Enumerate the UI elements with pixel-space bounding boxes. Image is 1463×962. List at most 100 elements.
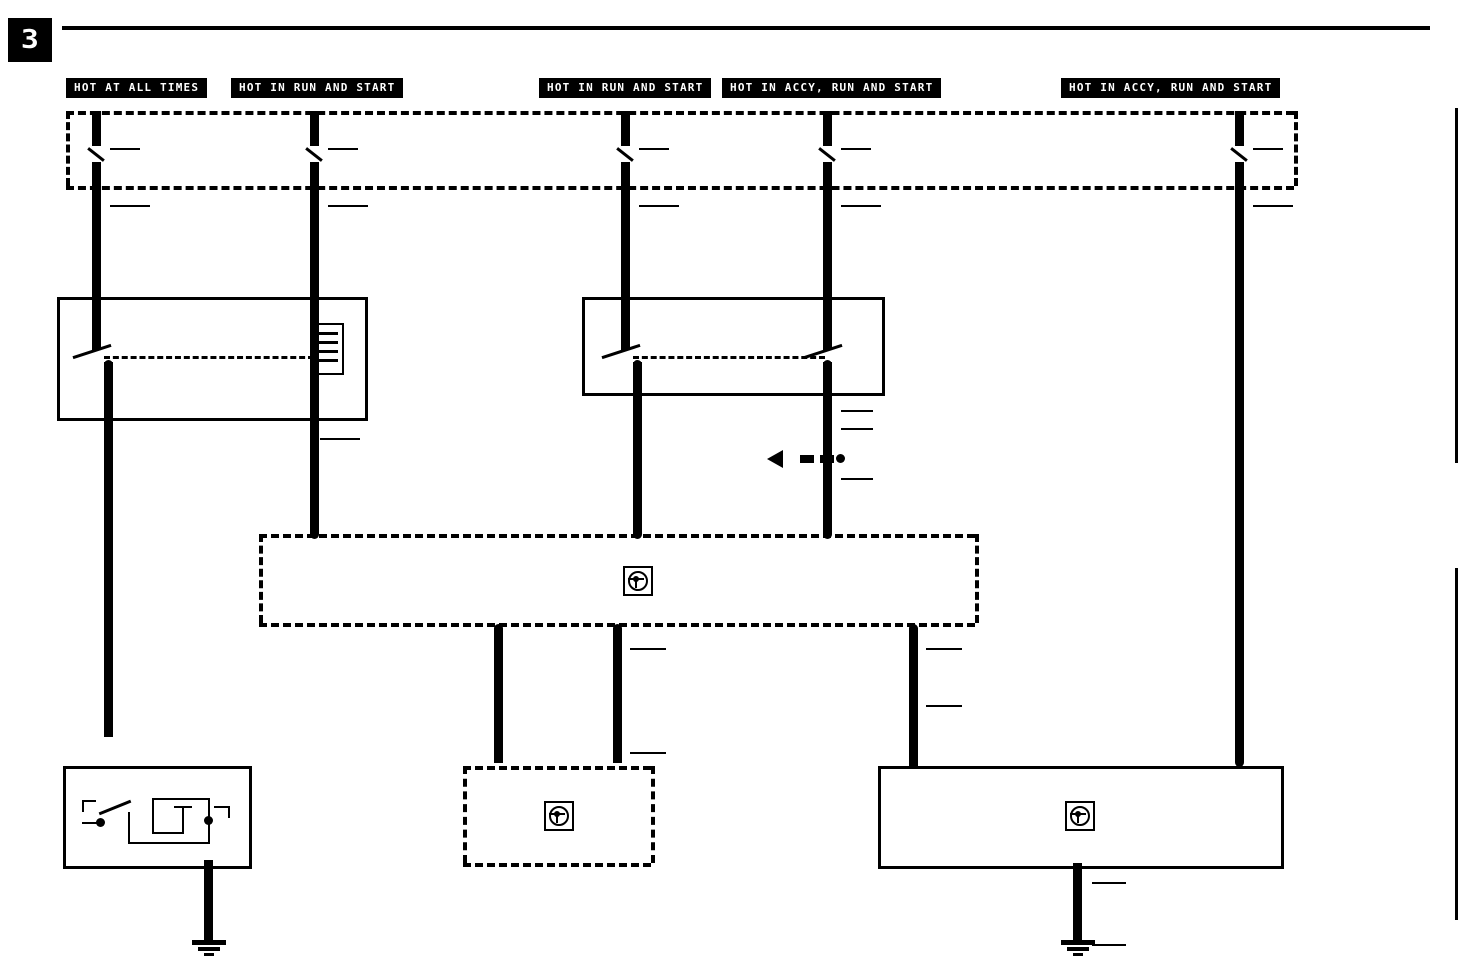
module-left-node-2 [204, 816, 213, 825]
ground-bar-2 [198, 947, 220, 951]
ground-icon-left [192, 940, 226, 956]
page-number-text: 3 [20, 25, 40, 55]
module-right-ground-wire [1073, 863, 1082, 943]
ground-bar-3 [204, 953, 214, 956]
fuse-out-1 [92, 162, 101, 292]
fuse-feed-2 [310, 111, 319, 146]
relay-left-coil-winding-2 [318, 341, 338, 344]
module-left-contact-bot [82, 822, 104, 824]
center-out-node-1 [494, 624, 503, 633]
center-out-node-3b [909, 700, 918, 709]
relay-right-pivot-wire-2 [823, 292, 832, 350]
arrow-source-node [836, 454, 845, 463]
module-center-top-edge [463, 766, 651, 770]
module-center-bottom-edge [463, 863, 651, 867]
ground-icon-right [1061, 940, 1095, 956]
steering-wheel-icon-center [623, 566, 653, 596]
center-out-tick-4 [926, 705, 962, 707]
center-out-tick-1 [630, 648, 666, 650]
ground-bar-5 [1067, 947, 1089, 951]
steering-wheel-rim-2 [549, 806, 569, 826]
module-left-diode-bar [174, 806, 192, 808]
relay-left-coil-top [314, 323, 344, 325]
fuse-element-3 [616, 147, 634, 162]
fuse-out-2 [310, 162, 319, 292]
relay-left-output-wire [104, 362, 113, 737]
relay-left-coil-down [310, 412, 319, 534]
steering-wheel-icon-center-module [544, 801, 574, 831]
module-right-ground-tick [1092, 882, 1126, 884]
fuse-feed-5 [1235, 111, 1244, 146]
center-in-node-1 [633, 530, 642, 539]
fuse-out-3 [621, 162, 630, 292]
relay-left-coil-node [310, 396, 319, 405]
ground-bar-6 [1073, 953, 1083, 956]
steering-wheel-spoke-v-3 [1077, 814, 1079, 823]
fuse-tick-2 [328, 148, 358, 150]
relay-right-pivot-wire-1 [621, 292, 630, 350]
steering-wheel-spoke-v [635, 579, 637, 588]
module-left-contact-v [82, 800, 84, 812]
relay-box-right [582, 297, 885, 396]
relay-right-tick-c [841, 478, 873, 480]
center-out-tick-2 [630, 752, 666, 754]
fuse-tick-2b [328, 205, 368, 207]
module-bottom-left [63, 766, 252, 869]
relay-left-coil-winding-3 [318, 350, 338, 353]
center-in-node-2 [823, 530, 832, 539]
steering-wheel-icon-right-module [1065, 801, 1095, 831]
relay-left-coil-winding-1 [318, 332, 338, 335]
left-arrow-icon [767, 450, 783, 468]
ground-bar-1 [192, 940, 226, 945]
module-left-diode-v [182, 806, 184, 834]
label-hot-at-all-times: HOT AT ALL TIMES [66, 78, 208, 98]
center-out-far-right-wire [909, 628, 918, 768]
right-margin-rule-top [1455, 108, 1458, 463]
fuse-tick-4 [841, 148, 871, 150]
fuse-element-4 [818, 147, 836, 162]
module-right-in-node [1235, 758, 1244, 767]
relay-box-left [57, 297, 368, 421]
relay-right-tick-a [841, 410, 873, 412]
relay-right-node-1 [633, 360, 642, 369]
module-left-ground-wire [204, 860, 213, 940]
module-left-link-across [128, 842, 210, 844]
relay-right-dashed-link [633, 356, 825, 359]
center-connector-left-edge [259, 534, 263, 623]
module-center-left-edge [463, 766, 467, 863]
relay-left-coil-right [342, 323, 344, 375]
relay-right-node-2 [823, 360, 832, 369]
module-center-right-edge [651, 766, 655, 863]
fuse-block-right-edge [1294, 111, 1298, 186]
relay-left-tick-a [320, 438, 360, 440]
center-out-left-wire [494, 628, 503, 763]
module-left-small-contact-v [228, 806, 230, 818]
fuse-block-left-edge [66, 111, 70, 186]
steering-wheel-hub [633, 576, 639, 582]
module-left-contact-top [82, 800, 96, 802]
module-left-inner-top [152, 798, 210, 800]
fuse-out-4 [823, 162, 832, 292]
relay-left-node [104, 360, 113, 369]
center-out-tick-3 [926, 648, 962, 650]
fuse-block-top-edge [66, 111, 1294, 115]
fuse-tick-3 [639, 148, 669, 150]
fuse-tick-1b [110, 205, 150, 207]
fuse-tick-1 [110, 148, 140, 150]
label-hot-in-run-and-start-2: HOT IN RUN AND START [539, 78, 712, 98]
steering-wheel-rim-3 [1070, 806, 1090, 826]
right-margin-rule-bottom [1455, 568, 1458, 920]
arrow-shaft-seg-2 [820, 455, 834, 463]
relay-left-coil-feed [310, 292, 319, 420]
center-out-node-3 [909, 624, 918, 633]
fuse-element-5 [1230, 147, 1248, 162]
center-connector-top-edge [259, 534, 975, 538]
top-rule [62, 26, 1430, 30]
relay-right-tick-b [841, 428, 873, 430]
fuse-feed-4 [823, 111, 832, 146]
module-left-inner-left [152, 798, 154, 834]
fuse-element-1 [87, 147, 105, 162]
module-left-inner-bottom [152, 832, 182, 834]
fuse-tick-5b [1253, 205, 1293, 207]
